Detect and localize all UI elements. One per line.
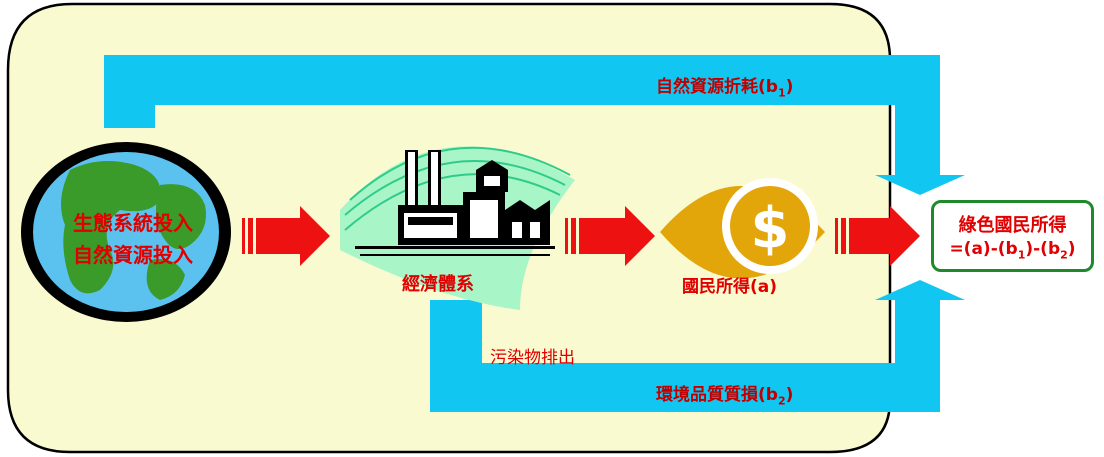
- income-label: 國民所得(a): [682, 277, 778, 297]
- degradation-flow-band: [430, 280, 965, 412]
- pollution-label: 污染物排出: [490, 348, 575, 368]
- green-national-income-box: 綠色國民所得 =(a)-(b1)-(b2): [931, 200, 1094, 272]
- arrow-globe-to-economy: [242, 206, 330, 266]
- economy-label: 經濟體系: [402, 274, 474, 295]
- arrow-income-to-green: [835, 206, 920, 266]
- green-national-income-title: 綠色國民所得: [958, 215, 1067, 236]
- factory-icon: [340, 146, 575, 310]
- depletion-flow-band: [104, 55, 965, 195]
- globe-label-resources: 自然資源投入: [73, 243, 193, 267]
- degradation-label: 環境品質質損(b2): [656, 385, 794, 408]
- depletion-label: 自然資源折耗(b1): [656, 77, 794, 100]
- globe-icon: [21, 142, 231, 322]
- globe-label-ecosystem: 生態系統投入: [73, 211, 193, 235]
- green-national-income-formula: =(a)-(b1)-(b2): [949, 239, 1076, 262]
- svg-text:$: $: [751, 196, 790, 261]
- arrow-economy-to-income: [565, 206, 655, 266]
- dollar-coin-icon: $: [660, 178, 825, 279]
